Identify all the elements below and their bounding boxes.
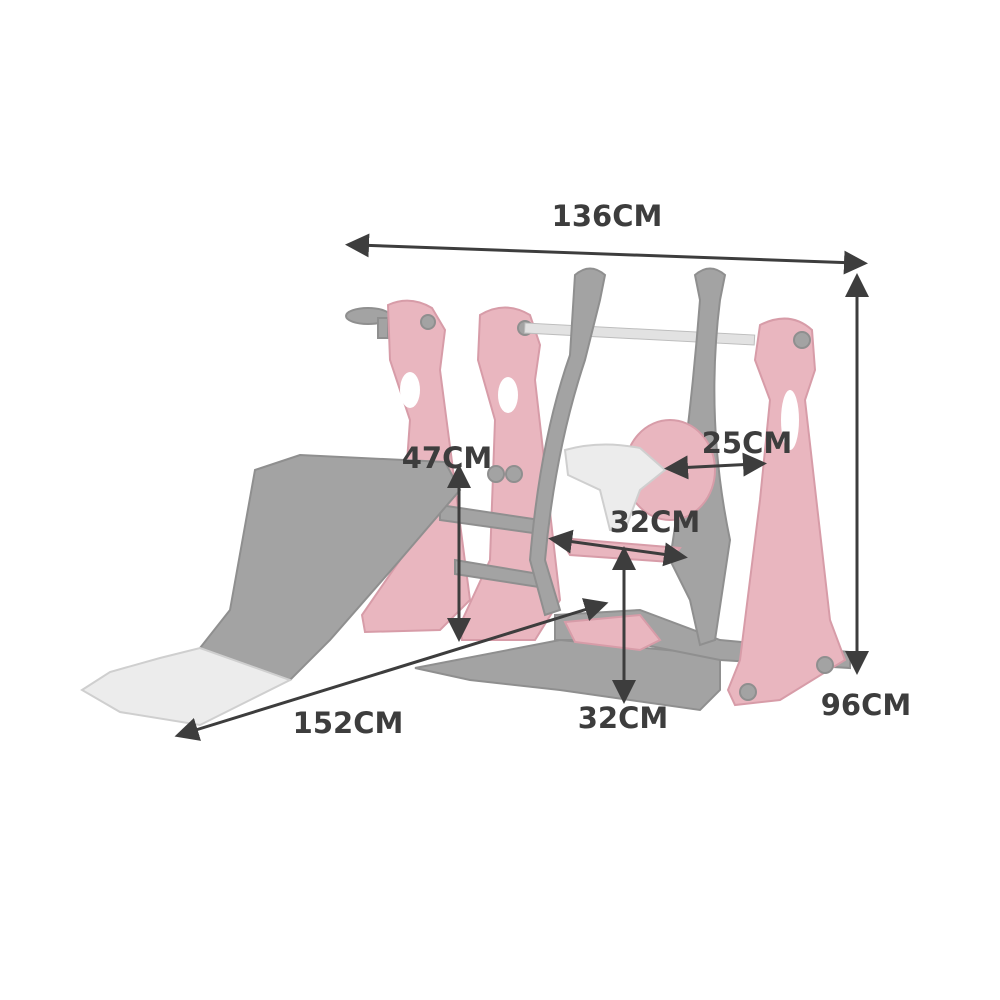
seat-depth-dimension-line <box>664 452 767 480</box>
dimension-lines <box>174 233 869 741</box>
right-pink-frame <box>726 317 847 707</box>
seat-depth-label: 25CM <box>702 426 793 460</box>
width-dimension-line <box>345 233 868 275</box>
overall-width-label: 136CM <box>552 199 663 233</box>
overall-length-label: 152CM <box>293 706 404 740</box>
slide-height-label: 47CM <box>402 441 493 475</box>
seat-height-label: 32CM <box>578 701 669 735</box>
top-bar <box>523 322 756 346</box>
length-dimension-line <box>174 598 609 741</box>
basketball-hoop <box>345 307 391 339</box>
seat-width-label: 32CM <box>610 505 701 539</box>
overall-height-label: 96CM <box>821 688 912 722</box>
